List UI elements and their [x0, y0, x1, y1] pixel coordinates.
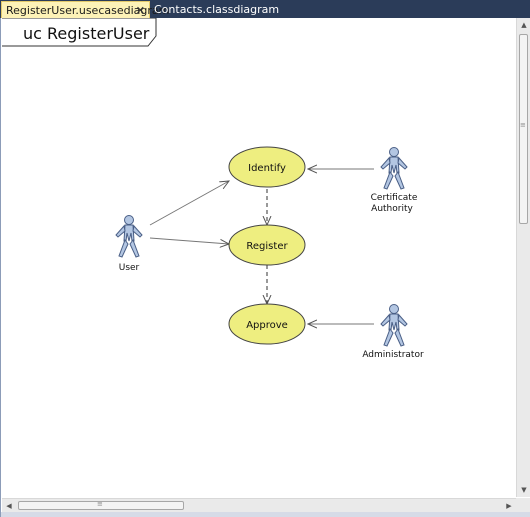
use-case-label: Approve: [246, 320, 288, 331]
tab-label: RegisterUser.usecasediagram: [6, 4, 170, 17]
scroll-down-icon[interactable]: ▼: [521, 486, 527, 494]
diagram-canvas[interactable]: uc RegisterUser Identify Register Approv…: [2, 18, 516, 497]
diagram-frame-header: uc RegisterUser: [2, 18, 157, 47]
actor-label: Administrator: [362, 350, 424, 360]
use-case-label: Identify: [248, 163, 286, 174]
actor-label-line1: Certificate: [371, 193, 418, 203]
stick-figure-icon: [380, 147, 408, 190]
diagram-title: uc RegisterUser: [23, 24, 150, 43]
actor-label: User: [119, 263, 140, 273]
tab-label: Contacts.classdiagram: [154, 3, 280, 16]
use-case-identify[interactable]: Identify: [228, 146, 306, 188]
association-user-identify: [149, 181, 229, 226]
actor-administrator[interactable]: Administrator: [362, 304, 424, 361]
diagram-editor-panel: uc RegisterUser Identify Register Approv…: [0, 18, 530, 517]
association-user-register: [149, 237, 229, 244]
grip-icon: ≡: [97, 500, 103, 508]
use-case-register[interactable]: Register: [228, 224, 306, 266]
use-case-label: Register: [246, 241, 288, 252]
vertical-scrollbar[interactable]: ▲ ≡ ▼: [516, 18, 530, 497]
scroll-up-icon[interactable]: ▲: [521, 21, 527, 29]
editor-bottom-border: [1, 512, 530, 517]
horizontal-scroll-thumb[interactable]: ≡: [18, 500, 184, 510]
use-case-diagram: uc RegisterUser Identify Register Approv…: [2, 18, 424, 361]
stick-figure-icon: [115, 215, 143, 258]
grip-icon: ≡: [520, 121, 526, 129]
actor-certificate-authority[interactable]: Certificate Authority: [371, 147, 418, 215]
scrollbar-corner: [516, 498, 530, 512]
actor-user[interactable]: User: [115, 215, 143, 274]
close-icon[interactable]: ✕: [135, 4, 145, 17]
scroll-left-icon[interactable]: ◀: [6, 502, 12, 510]
stick-figure-icon: [380, 304, 408, 347]
horizontal-scrollbar[interactable]: ◀ ≡ ▶: [2, 498, 516, 512]
vertical-scroll-thumb[interactable]: ≡: [519, 34, 528, 224]
use-case-approve[interactable]: Approve: [228, 303, 306, 345]
tab-contacts-classdiagram[interactable]: Contacts.classdiagram: [150, 1, 279, 18]
scroll-right-icon[interactable]: ▶: [506, 502, 512, 510]
document-tab-strip: RegisterUser.usecasediagram ✕ Contacts.c…: [0, 0, 530, 18]
tab-registeruser-usecasediagram[interactable]: RegisterUser.usecasediagram ✕: [1, 1, 169, 18]
actor-label-line2: Authority: [371, 204, 413, 214]
